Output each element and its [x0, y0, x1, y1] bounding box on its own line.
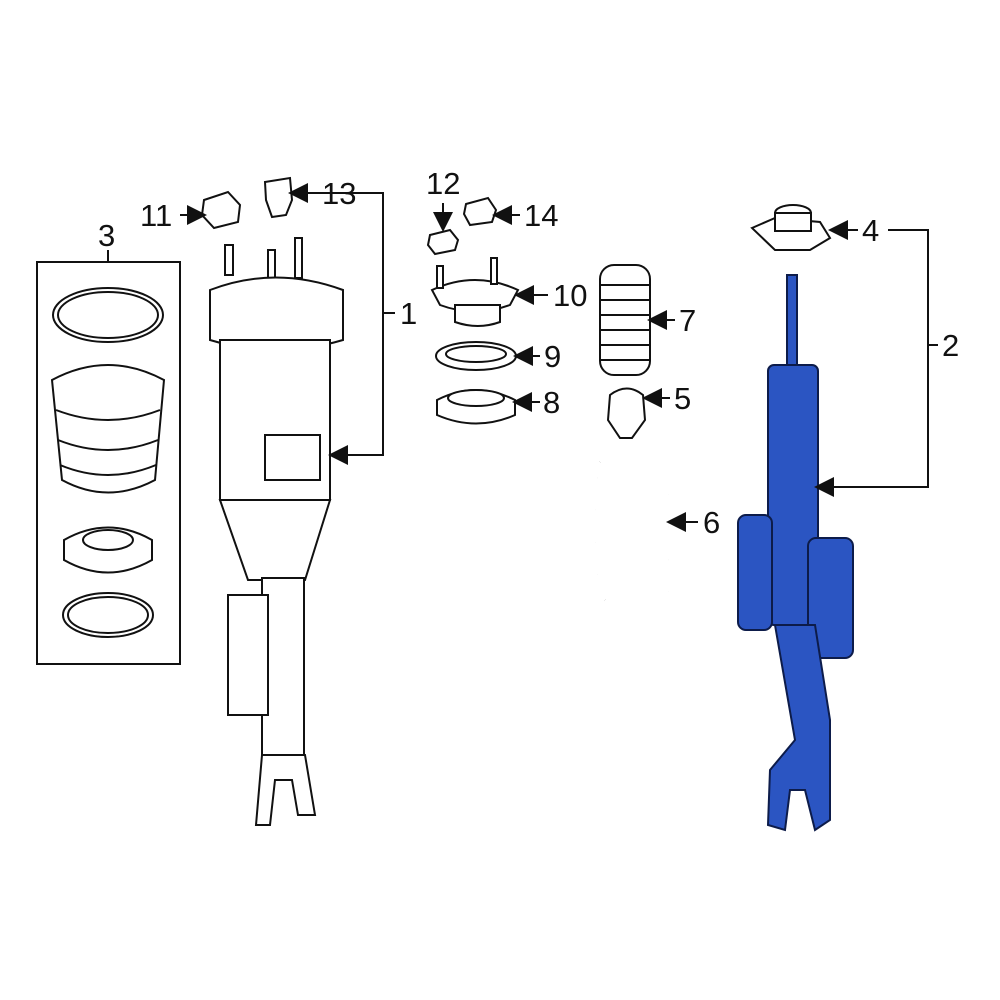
part-10-mount[interactable]: [430, 257, 520, 327]
callout-4: 4: [862, 213, 879, 248]
callout-12: 12: [426, 166, 460, 201]
callout-2: 2: [942, 328, 959, 363]
part-2-shock-absorber[interactable]: [737, 274, 854, 832]
part-4-upper-mount[interactable]: [750, 204, 832, 251]
part-5-bump-stop[interactable]: [606, 387, 647, 439]
callout-1: 1: [400, 296, 417, 331]
part-3-kit[interactable]: [36, 250, 181, 665]
part-13-fitting[interactable]: [263, 176, 294, 219]
callout-9: 9: [544, 339, 561, 374]
part-9-spring-seat[interactable]: [435, 341, 517, 371]
part-14-nut[interactable]: [462, 196, 498, 227]
callout-7: 7: [679, 303, 696, 338]
part-1-air-strut[interactable]: [209, 237, 344, 826]
leader-lines: [180, 183, 938, 532]
callout-6: 6: [703, 505, 720, 540]
part-11-nut[interactable]: [200, 190, 242, 230]
callout-11: 11: [140, 198, 172, 233]
callout-13: 13: [322, 176, 356, 211]
callout-8: 8: [543, 385, 560, 420]
part-7-dust-boot[interactable]: [599, 264, 651, 376]
part-8-spring-pad[interactable]: [436, 389, 516, 425]
callout-10: 10: [553, 278, 587, 313]
callout-3: 3: [98, 218, 115, 253]
part-6-coil-spring[interactable]: [594, 454, 673, 606]
callout-14: 14: [524, 198, 558, 233]
part-12-nut[interactable]: [426, 228, 460, 256]
callout-5: 5: [674, 381, 691, 416]
